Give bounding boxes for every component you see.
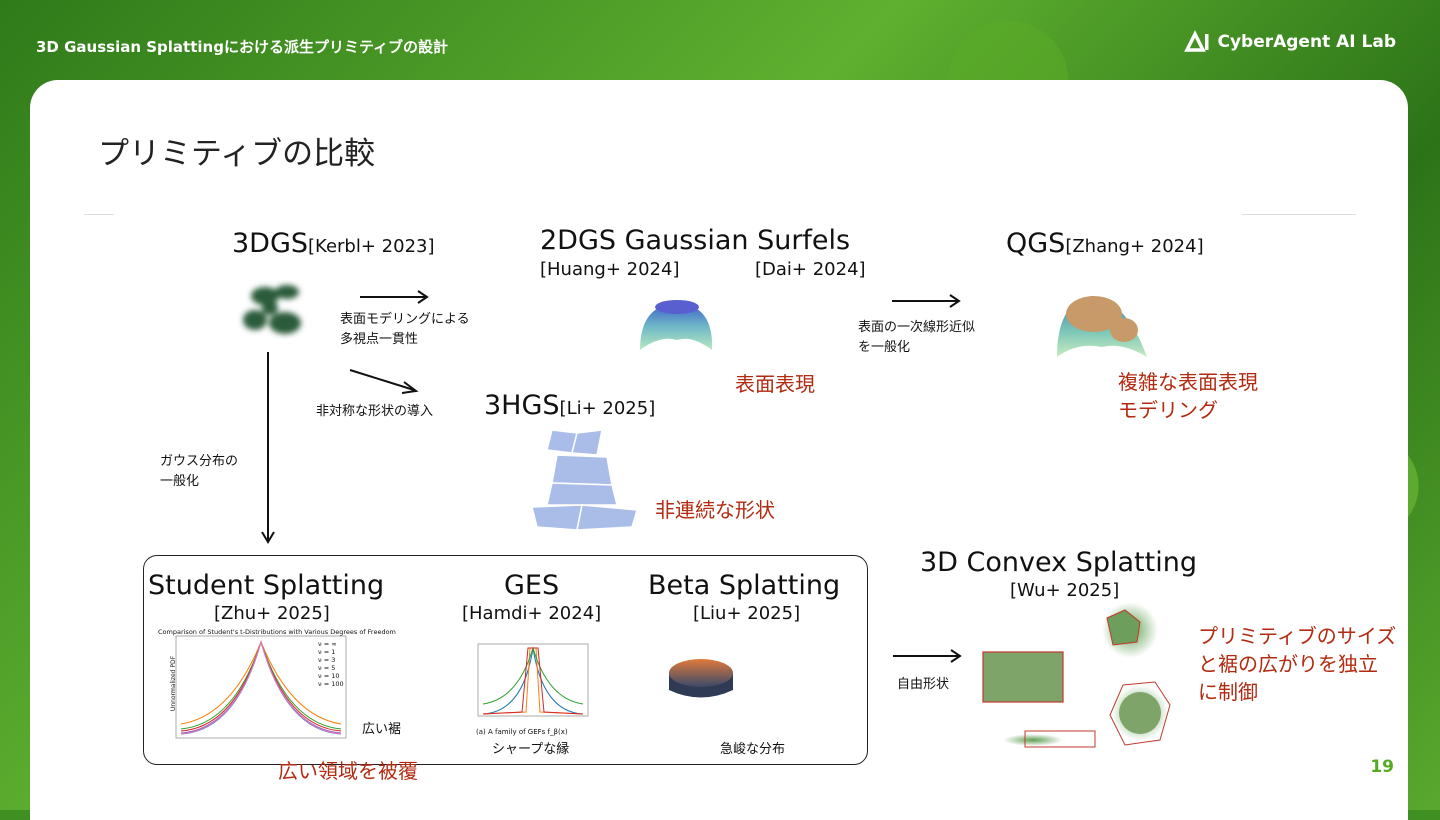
ges-plot-caption: (a) A family of GEFs f_β(x) [476,728,568,736]
logo-text: CyberAgent AI Lab [1217,32,1396,52]
qgs-note-line2: モデリング [1118,398,1218,422]
3hgs-label: 3HGS[Li+ 2025] [484,390,655,421]
convex-shapes-image [982,602,1171,748]
slide-title: プリミティブの比較 [98,136,376,172]
arrow-down-label: ガウス分布の一般化 [160,452,238,492]
student-plot-title: Comparison of Student's t-Distributions … [158,628,396,636]
convex-name: 3D Convex Splatting [920,547,1197,578]
student-name: Student Splatting [148,570,385,601]
convex-cite: [Wu+ 2025] [1010,580,1120,601]
beta-name: Beta Splatting [648,570,841,601]
convex-note: プリミティブのサイズ と裾の広がりを独立 に制御 [1198,622,1396,706]
ges-name: GES [504,570,560,601]
legend-item: ν = 1 [318,648,336,656]
arrow-to-2dgs [360,290,429,304]
2dgs-cite-b: [Dai+ 2024] [755,259,866,280]
convex-note-line3: に制御 [1198,680,1258,704]
legend-item: ν = 5 [318,664,336,672]
qgs-label: QGS[Zhang+ 2024] [1006,228,1204,259]
logo-icon [1184,30,1209,52]
company-logo: CyberAgent AI Lab [1184,30,1396,52]
arrow-to-qgs [892,294,961,308]
ges-caption: シャープな縁 [492,742,570,757]
arrow-to-convex [893,649,962,663]
beta-cite: [Liu+ 2025] [693,603,801,624]
qgs-note: 複雑な表面表現モデリング [1118,368,1258,424]
2dgs-cite-a: [Huang+ 2024] [540,259,680,280]
qgs-cite: [Zhang+ 2024] [1065,236,1204,257]
2dgs-name: 2DGS Gaussian Surfels [540,225,851,256]
generalized-gaussian-group [143,555,868,765]
3hgs-cite: [Li+ 2025] [559,398,656,419]
3dgs-cite: [Kerbl+ 2023] [308,236,435,257]
arrow-to-qgs-label: 表面の一次線形近似を一般化 [858,318,975,358]
ges-cite: [Hamdi+ 2024] [462,603,602,624]
legend-item: ν = ∞ [318,640,337,648]
3hgs-note: 非連続な形状 [655,498,775,522]
student-cite: [Zhu+ 2025] [214,603,330,624]
arrow-to-qgs-line1: 表面の一次線形近似 [858,320,976,335]
legend-item: ν = 100 [318,680,344,688]
legend-item: ν = 3 [318,656,336,664]
beta-caption: 急峻な分布 [720,742,786,757]
beta-shape-image [669,659,733,698]
student-t-plot [175,635,347,739]
arrow-to-3hgs [349,369,419,394]
qgs-name: QGS [1006,228,1066,259]
arrow-down [261,352,275,544]
arrow-to-2dgs-line2: 多視点一貫性 [340,332,419,347]
3hgs-shape-image [531,429,638,531]
divider-left [84,214,114,215]
3dgs-blobs-image [243,285,301,334]
legend-item: ν = 10 [318,672,340,680]
arrow-down-line2: 一般化 [160,474,200,489]
header-title: 3D Gaussian Splattingにおける派生プリミティブの設計 [36,38,449,56]
student-note: 広い領域を被覆 [278,759,418,783]
arrow-to-3hgs-label: 非対称な形状の導入 [316,404,434,419]
student-caption: 広い裾 [362,722,402,737]
3dgs-name: 3DGS [232,228,309,259]
arrow-down-line1: ガウス分布の [160,454,239,469]
3dgs-label: 3DGS[Kerbl+ 2023] [232,228,435,259]
2dgs-note: 表面表現 [735,372,815,396]
arrow-to-2dgs-line1: 表面モデリングによる [340,312,470,327]
arrow-to-convex-label: 自由形状 [897,677,950,692]
arrow-to-qgs-line2: を一般化 [858,340,911,355]
qgs-surface-image [1057,296,1147,357]
3hgs-name: 3HGS [484,390,560,421]
convex-note-line1: プリミティブのサイズ [1198,624,1397,648]
convex-note-line2: と裾の広がりを独立 [1198,652,1378,676]
arrow-to-2dgs-label: 表面モデリングによる多視点一貫性 [340,310,470,350]
divider-right [1242,214,1356,215]
qgs-note-line1: 複雑な表面表現 [1118,370,1258,394]
2dgs-surface-image [640,300,713,350]
student-legend: ν = ∞ ν = 1 ν = 3 ν = 5 ν = 10 ν = 100 [318,640,344,688]
page-number: 19 [1370,757,1394,777]
ges-plot [477,643,589,717]
